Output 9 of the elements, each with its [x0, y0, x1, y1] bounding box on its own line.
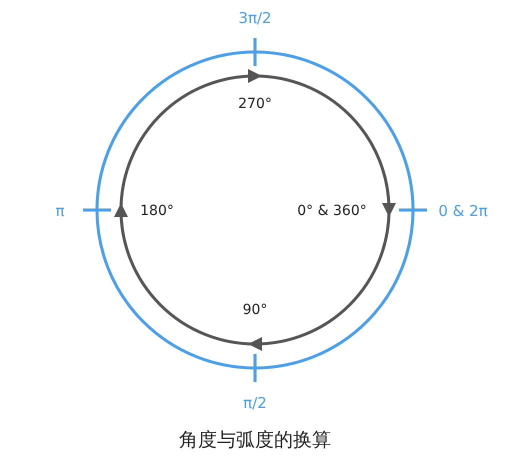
radian-label: π/2 — [243, 394, 267, 412]
degree-label: 270° — [238, 96, 272, 112]
degree-label: 90° — [242, 302, 268, 318]
title: 角度与弧度的换算 — [179, 428, 331, 453]
radian-label: π — [55, 202, 65, 220]
degree-label: 0° & 360° — [297, 203, 367, 219]
radian-label: 0 & 2π — [438, 202, 488, 220]
radian-label: 3π/2 — [238, 9, 272, 27]
degree-label: 180° — [140, 203, 174, 219]
